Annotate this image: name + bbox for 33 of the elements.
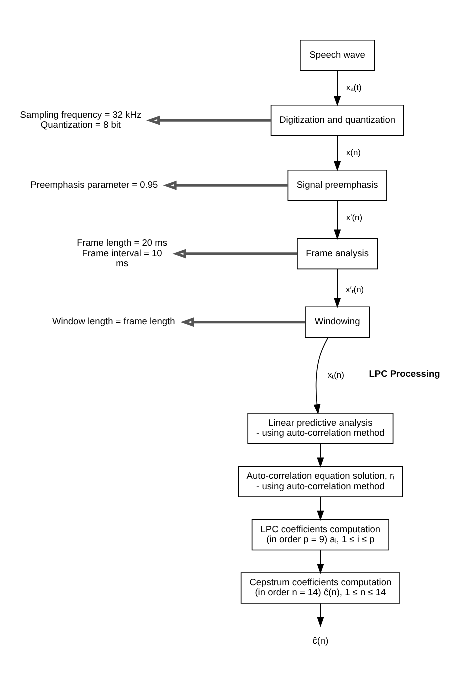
arrow [180, 317, 306, 327]
edge-label: x′ₜ(n) [346, 284, 364, 294]
node-box: Linear predictive analysis - using auto-correlation method [248, 412, 394, 444]
node-box: Signal preemphasis [288, 169, 388, 201]
arrow [334, 70, 342, 106]
node-box: Digitization and quantization [270, 104, 404, 136]
node-text: Window length = frame length [52, 316, 176, 326]
arrow [163, 180, 288, 190]
arrow [317, 443, 324, 468]
node-text: Sampling frequency = 32 kHz Quantization = 8 bit [20, 109, 142, 130]
arrow [334, 268, 342, 308]
edge-label: x(n) [346, 147, 361, 158]
node-box: Auto-correlation equation solution, rᵢ - using auto-correlation method [238, 466, 403, 497]
arrow [172, 248, 298, 258]
node-box: Cepstrum coefficients computation (in order n = 14) ĉ(n), 1 ≤ n ≤ 14 [240, 572, 400, 604]
node-text: Frame length = 20 ms Frame interval = 10 ms [77, 238, 168, 268]
node-box: Windowing [305, 306, 370, 338]
node-text: Preemphasis parameter = 0.95 [30, 179, 158, 190]
arrow [317, 550, 324, 574]
label: LPC Processing [369, 368, 440, 379]
node-box: Speech wave [300, 39, 376, 71]
node-text: ĉ(n) [312, 635, 329, 646]
arrow [314, 336, 329, 414]
arrow [317, 602, 324, 627]
edge-label: xₜ(n) [328, 370, 344, 380]
edge-label: x′(n) [346, 212, 363, 222]
arrow [334, 134, 342, 171]
node-box: LPC coefficients computation (in order p = 9) aᵢ, 1 ≤ i ≤ p [252, 518, 390, 550]
arrow [334, 200, 342, 240]
arrow [317, 496, 324, 521]
edge-label: xₐ(t) [346, 82, 362, 92]
node-box: Frame analysis [297, 238, 378, 270]
arrow [146, 115, 272, 125]
